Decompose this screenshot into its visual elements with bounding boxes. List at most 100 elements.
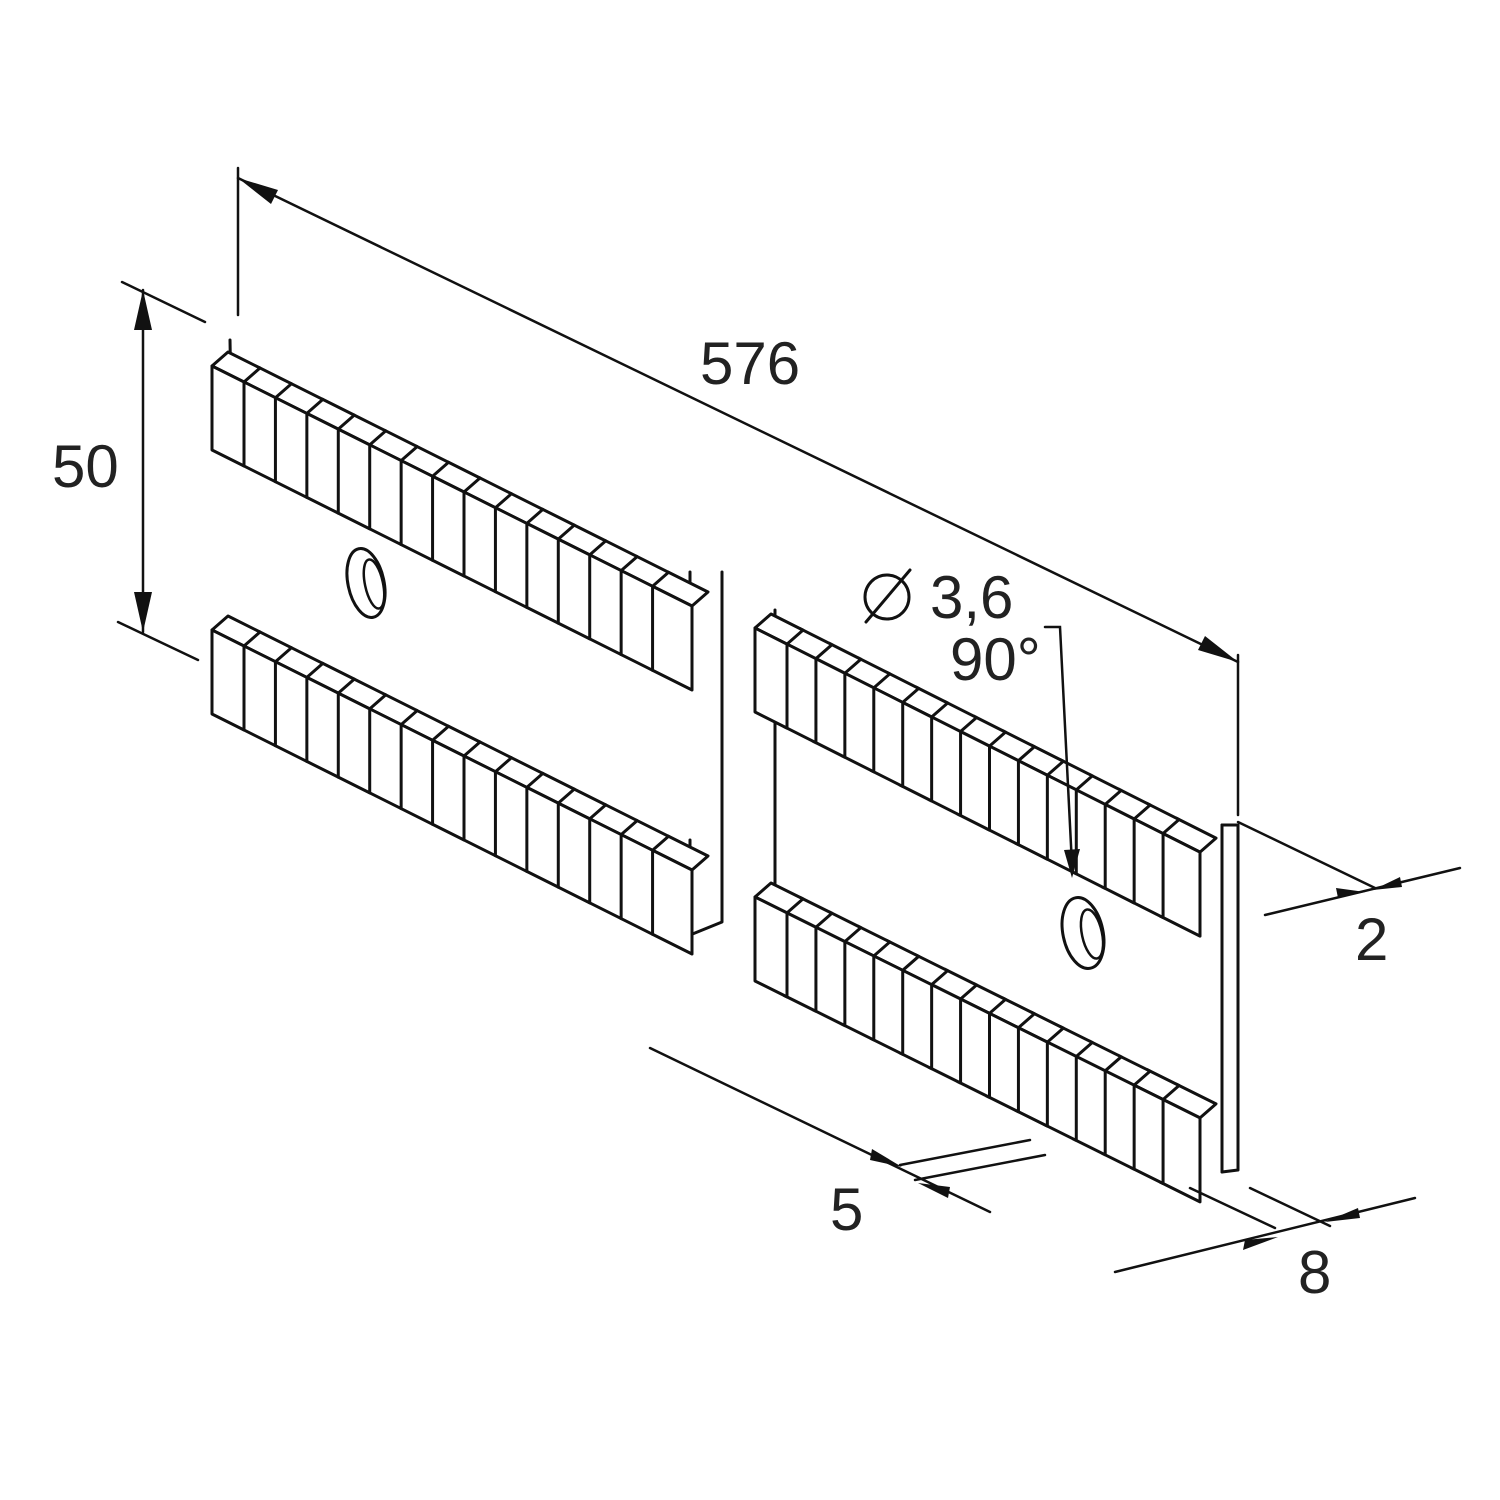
tooth-front-face bbox=[927, 713, 963, 818]
hole-callout: 3,6 90° bbox=[863, 564, 1080, 878]
tooth bbox=[753, 612, 805, 730]
tooth-front-face bbox=[461, 490, 497, 594]
dimension-thickness-label: 2 bbox=[1355, 906, 1388, 973]
tooth-front-face bbox=[840, 938, 876, 1042]
teeth-row-left-top bbox=[210, 350, 710, 692]
tooth-front-face bbox=[587, 817, 623, 921]
tooth-front-face bbox=[898, 967, 934, 1071]
tooth-front-face bbox=[984, 1010, 1020, 1114]
tooth-front-face bbox=[1042, 1039, 1078, 1142]
tooth-front-face bbox=[493, 769, 529, 873]
dimension-height: 50 bbox=[52, 280, 207, 662]
tooth bbox=[273, 381, 325, 499]
arrowhead bbox=[870, 1149, 902, 1167]
dimension-depth-label: 8 bbox=[1298, 1239, 1331, 1306]
tooth-front-face bbox=[336, 427, 372, 531]
tooth-front-face bbox=[811, 924, 847, 1028]
tooth bbox=[927, 967, 979, 1085]
tooth-front-face bbox=[650, 584, 694, 692]
strip-left bbox=[210, 338, 724, 956]
tooth bbox=[241, 630, 293, 748]
hole-diameter-label: 3,6 bbox=[930, 564, 1013, 631]
tooth-front-face bbox=[273, 659, 309, 763]
tooth-front-face bbox=[956, 728, 991, 832]
tooth-front-face bbox=[1129, 815, 1165, 920]
tooth-front-face bbox=[336, 691, 372, 795]
mounting-hole bbox=[1060, 896, 1106, 970]
tooth-front-face bbox=[782, 641, 818, 745]
tooth-front-face bbox=[650, 848, 694, 956]
arrowhead bbox=[134, 592, 152, 632]
tooth-front-face bbox=[241, 380, 277, 484]
dimension-height-label: 50 bbox=[52, 433, 119, 500]
arrowhead bbox=[1373, 877, 1402, 890]
tooth-front-face bbox=[304, 675, 340, 779]
dimension-tooth-spacing-label: 5 bbox=[830, 1176, 863, 1243]
tooth-front-face bbox=[840, 670, 876, 774]
teeth-row-right-top bbox=[753, 612, 1218, 938]
tooth bbox=[650, 570, 710, 692]
tooth-front-face bbox=[984, 743, 1020, 847]
tooth bbox=[461, 740, 513, 858]
tooth-front-face bbox=[619, 568, 655, 672]
tooth-front-face bbox=[210, 628, 246, 732]
tooth bbox=[1158, 816, 1218, 938]
dimension-tooth-spacing: 5 bbox=[648, 1046, 1047, 1243]
tooth bbox=[241, 366, 293, 484]
dimension-length-label: 576 bbox=[700, 330, 800, 397]
dimension-length: 576 bbox=[236, 166, 1240, 817]
tooth-front-face bbox=[524, 785, 560, 889]
arrowhead bbox=[1336, 888, 1365, 898]
arrowhead bbox=[1325, 1208, 1360, 1222]
tooth-front-face bbox=[619, 832, 655, 936]
arrowhead bbox=[1198, 636, 1238, 662]
tooth-front-face bbox=[1100, 1067, 1136, 1171]
tooth-front-face bbox=[1013, 757, 1049, 861]
tooth bbox=[1158, 1082, 1218, 1204]
tooth-front-face bbox=[461, 754, 497, 858]
tooth-front-face bbox=[430, 738, 466, 842]
tooth bbox=[898, 685, 950, 803]
tooth-front-face bbox=[782, 909, 818, 1013]
dimension-thickness: 2 bbox=[1236, 820, 1462, 973]
tooth-front-face bbox=[1129, 1082, 1165, 1186]
tooth-front-face bbox=[493, 505, 529, 609]
tooth-front-face bbox=[1158, 830, 1202, 938]
tooth-front-face bbox=[587, 553, 623, 657]
tooth-front-face bbox=[273, 395, 309, 499]
strip-right bbox=[753, 608, 1240, 1204]
tooth-front-face bbox=[304, 411, 340, 515]
tooth bbox=[367, 693, 419, 811]
tooth-front-face bbox=[210, 364, 246, 468]
tooth-front-face bbox=[753, 895, 789, 999]
tooth-front-face bbox=[1071, 786, 1107, 890]
tooth-front-face bbox=[524, 521, 560, 625]
tooth-front-face bbox=[869, 952, 905, 1056]
teeth-row-right-bottom bbox=[753, 881, 1218, 1204]
tooth-front-face bbox=[927, 981, 963, 1085]
diameter-symbol bbox=[863, 568, 912, 624]
arrowhead bbox=[1064, 849, 1080, 878]
arrowhead bbox=[1243, 1237, 1278, 1250]
tooth-front-face bbox=[1158, 1096, 1202, 1204]
tooth-front-face bbox=[811, 655, 847, 759]
mounting-hole bbox=[345, 547, 387, 619]
teeth-row-left-bottom bbox=[210, 614, 710, 956]
hole-angle-label: 90° bbox=[950, 626, 1041, 693]
tooth bbox=[587, 803, 639, 921]
tooth bbox=[524, 771, 576, 889]
tooth bbox=[367, 429, 419, 547]
tooth bbox=[753, 881, 805, 999]
arrowhead bbox=[238, 178, 278, 204]
mounting-hole-inner-edge bbox=[362, 558, 386, 610]
tooth bbox=[210, 614, 262, 732]
tooth-front-face bbox=[1013, 1024, 1049, 1128]
tooth bbox=[524, 507, 576, 625]
tooth bbox=[304, 397, 356, 515]
tooth-front-face bbox=[556, 537, 592, 641]
dimension-depth: 8 bbox=[1113, 1186, 1417, 1306]
tooth bbox=[430, 724, 482, 842]
tooth bbox=[210, 350, 262, 468]
tooth-front-face bbox=[869, 684, 905, 788]
